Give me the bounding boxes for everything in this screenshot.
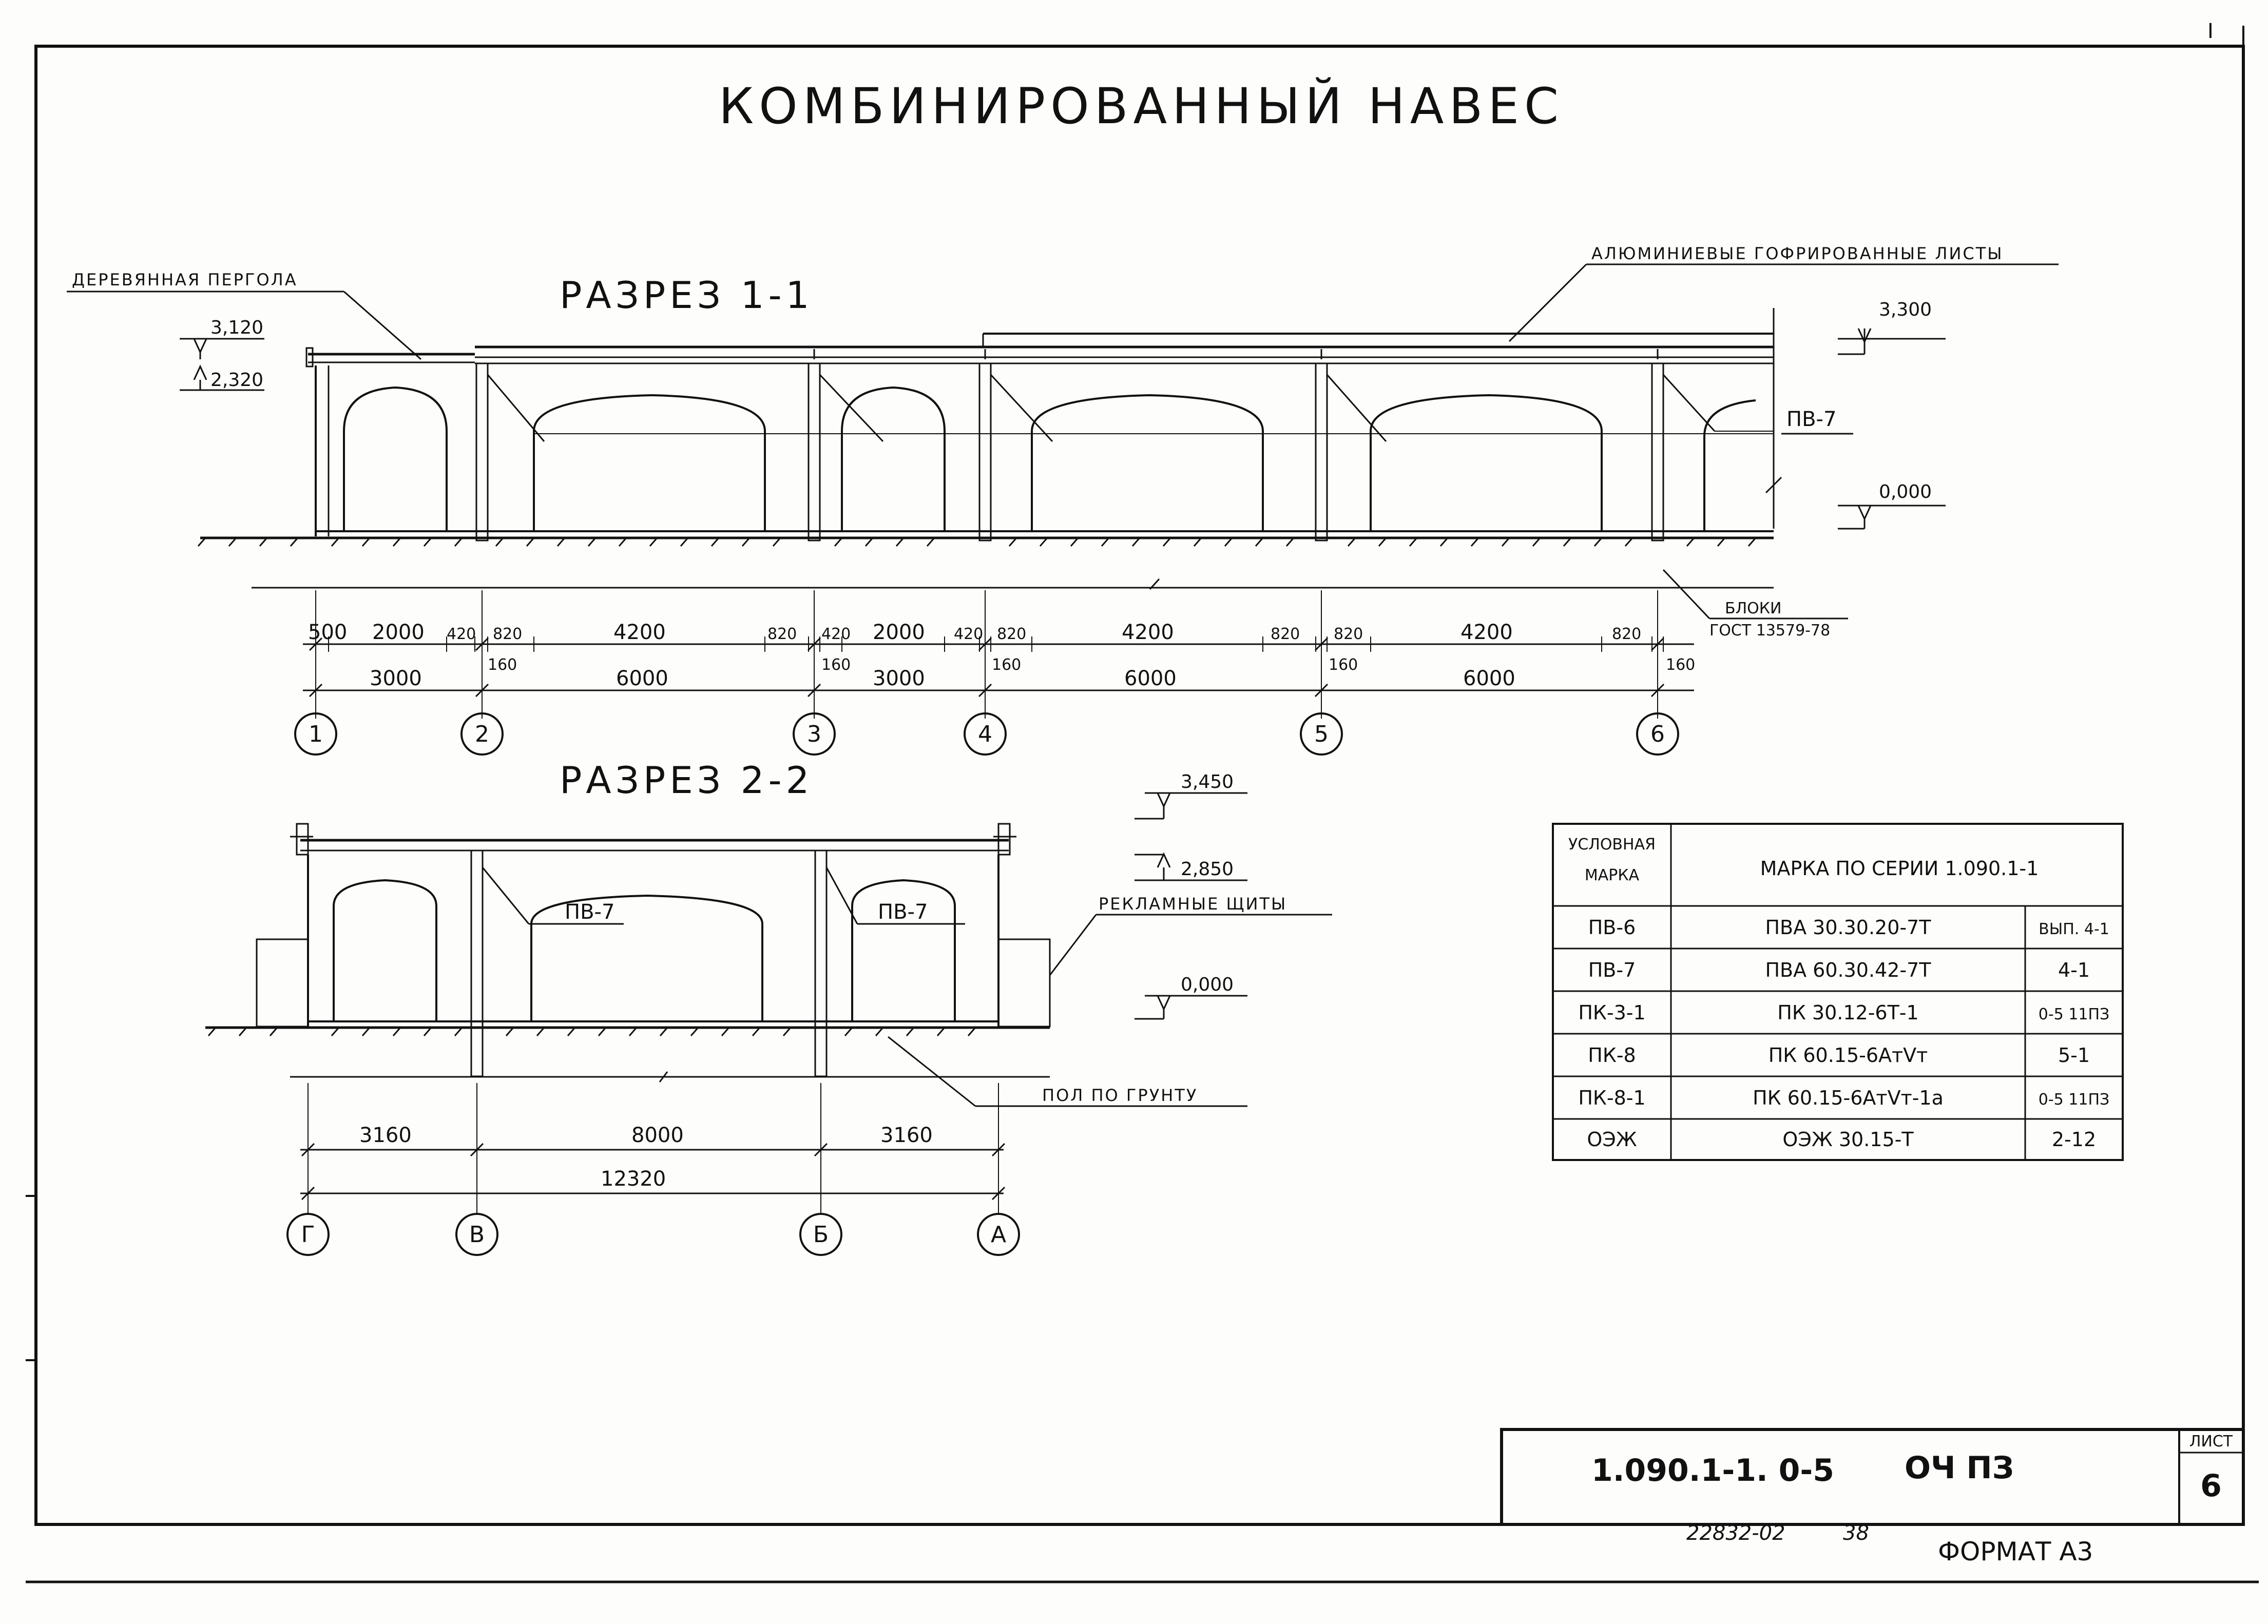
table-row-4-issue: 5-1 (2058, 1044, 2090, 1067)
table-row-6-issue: 2-12 (2052, 1128, 2096, 1151)
drawing-title: КОМБИНИРОВАННЫЙ НАВЕС (719, 77, 1564, 135)
table-row-6-mark: ОЭЖ (1587, 1128, 1637, 1151)
s1-dim-820d: 820 (1271, 625, 1300, 643)
sheet-frame (26, 26, 2259, 1583)
title-block: 1.090.1-1. 0-5 ОЧ ПЗ ЛИСТ 6 (1500, 1428, 2245, 1526)
axis-v: В (469, 1222, 485, 1248)
table-header-mark-2: МАРКА (1585, 866, 1640, 884)
level-3120: 3,120 (210, 317, 263, 338)
level-0-s2: 0,000 (1181, 974, 1234, 995)
note-ad-shields: РЕКЛАМНЫЕ ЩИТЫ (1099, 894, 1287, 914)
axis-1: 1 (309, 721, 323, 747)
table-header-series: МАРКА ПО СЕРИИ 1.090.1-1 (1760, 857, 2039, 880)
s1-dim-4200b: 4200 (1122, 621, 1174, 644)
stamp-sheet-number: 6 (2200, 1468, 2222, 1504)
s1-dim-4200a: 4200 (613, 621, 666, 644)
table-row-3-issue: 0-5 11ПЗ (2039, 1006, 2110, 1023)
s1-dim-160a: 160 (488, 656, 517, 674)
table-row-5-mark: ПК-8-1 (1578, 1087, 1645, 1109)
table-header-mark-1: УСЛОВНАЯ (1568, 836, 1656, 854)
table-row-2-issue: 4-1 (2058, 959, 2090, 981)
s1-dim-160c: 160 (992, 656, 1021, 674)
s1-dim-4200c: 4200 (1460, 621, 1513, 644)
stamp-sheet-label: ЛИСТ (2189, 1433, 2233, 1451)
note-aluminium-sheets: АЛЮМИНИЕВЫЕ ГОФРИРОВАННЫЕ ЛИСТЫ (1591, 244, 2004, 263)
section-2-2: РАЗРЕЗ 2-2 ПВ-7 ПВ-7 РЕКЛАМНЫЕ ЩИТЫ (205, 759, 1332, 1256)
s2-dim-8000: 8000 (631, 1124, 684, 1147)
section-2-beam-label-a: ПВ-7 (565, 900, 614, 924)
table-row-3-mark: ПК-3-1 (1578, 1001, 1645, 1024)
level-0-s1: 0,000 (1879, 481, 1932, 502)
footer-number: 38 (1843, 1521, 1869, 1545)
table-row-4-series: ПК 60.15-6АтVт (1769, 1044, 1928, 1067)
section-1-beam-label: ПВ-7 (1786, 408, 1836, 431)
axis-3: 3 (807, 721, 821, 747)
table-row-5-series: ПК 60.15-6АтVт-1а (1753, 1087, 1944, 1109)
table-row-3-series: ПК 30.12-6Т-1 (1777, 1001, 1918, 1024)
stamp-doc: ОЧ ПЗ (1905, 1450, 2014, 1486)
section-2-title: РАЗРЕЗ 2-2 (560, 759, 813, 802)
s1-dim-820f: 820 (1612, 625, 1641, 643)
s1-dim-820c: 820 (997, 625, 1026, 643)
stamp-code: 1.090.1-1. 0-5 (1591, 1453, 1834, 1488)
s1-dim-420a: 420 (447, 625, 476, 643)
sheet-mark: I (2207, 20, 2214, 43)
s1-dim-2000a: 2000 (372, 621, 425, 644)
s1-dim-420c: 420 (954, 625, 983, 643)
s1-dim-3000a: 3000 (370, 667, 422, 690)
s1-dim-2000b: 2000 (873, 621, 925, 644)
s1-dim-820b: 820 (767, 625, 797, 643)
axis-4: 4 (978, 721, 992, 747)
s2-dim-3160a: 3160 (359, 1124, 412, 1147)
s1-dim-160d: 160 (1329, 656, 1358, 674)
axis-a: А (991, 1222, 1006, 1248)
axis-g: Г (301, 1222, 315, 1248)
table-row-1-issue: ВЫП. 4-1 (2039, 920, 2109, 938)
axis-6: 6 (1650, 721, 1665, 747)
note-floor-on-ground: ПОЛ ПО ГРУНТУ (1042, 1086, 1198, 1105)
footer-format: ФОРМАТ А3 (1938, 1537, 2093, 1567)
section-1-title: РАЗРЕЗ 1-1 (560, 274, 813, 317)
axis-5: 5 (1314, 721, 1329, 747)
table-row-6-series: ОЭЖ 30.15-Т (1782, 1128, 1914, 1151)
s1-dim-500: 500 (308, 621, 347, 644)
note-pergola: ДЕРЕВЯННАЯ ПЕРГОЛА (72, 270, 298, 289)
s1-dim-420b: 420 (821, 625, 851, 643)
note-gost: ГОСТ 13579-78 (1709, 622, 1830, 640)
footer-inventory: 22832-02 (1686, 1521, 1785, 1545)
table-row-5-issue: 0-5 11ПЗ (2039, 1091, 2110, 1109)
level-2320: 2,320 (210, 370, 263, 391)
table-row-1-series: ПВА 30.30.20-7Т (1765, 916, 1931, 939)
spec-table: УСЛОВНАЯ МАРКА МАРКА ПО СЕРИИ 1.090.1-1 … (1552, 823, 2124, 1161)
s1-dim-820e: 820 (1334, 625, 1363, 643)
axis-2: 2 (475, 721, 489, 747)
level-3300: 3,300 (1879, 299, 1932, 320)
s1-dim-160b: 160 (821, 656, 851, 674)
s1-dim-820a: 820 (493, 625, 522, 643)
level-2850: 2,850 (1181, 859, 1234, 880)
table-row-1-mark: ПВ-6 (1588, 916, 1636, 939)
axis-b: Б (813, 1222, 829, 1248)
table-row-2-series: ПВА 60.30.42-7Т (1765, 959, 1931, 981)
s1-dim-3000b: 3000 (873, 667, 925, 690)
table-row-4-mark: ПК-8 (1588, 1044, 1636, 1067)
s1-dim-6000c: 6000 (1463, 667, 1515, 690)
note-blocks: БЛОКИ (1725, 600, 1782, 617)
s1-dim-6000a: 6000 (616, 667, 668, 690)
section-2-beam-label-b: ПВ-7 (878, 900, 928, 924)
s2-dim-3160b: 3160 (880, 1124, 933, 1147)
level-3450: 3,450 (1181, 771, 1234, 792)
table-row-2-mark: ПВ-7 (1588, 959, 1636, 981)
s2-dim-total: 12320 (601, 1167, 666, 1191)
section-1-1: РАЗРЕЗ 1-1 (67, 244, 2059, 756)
s1-dim-6000b: 6000 (1124, 667, 1177, 690)
s1-dim-160e: 160 (1666, 656, 1695, 674)
